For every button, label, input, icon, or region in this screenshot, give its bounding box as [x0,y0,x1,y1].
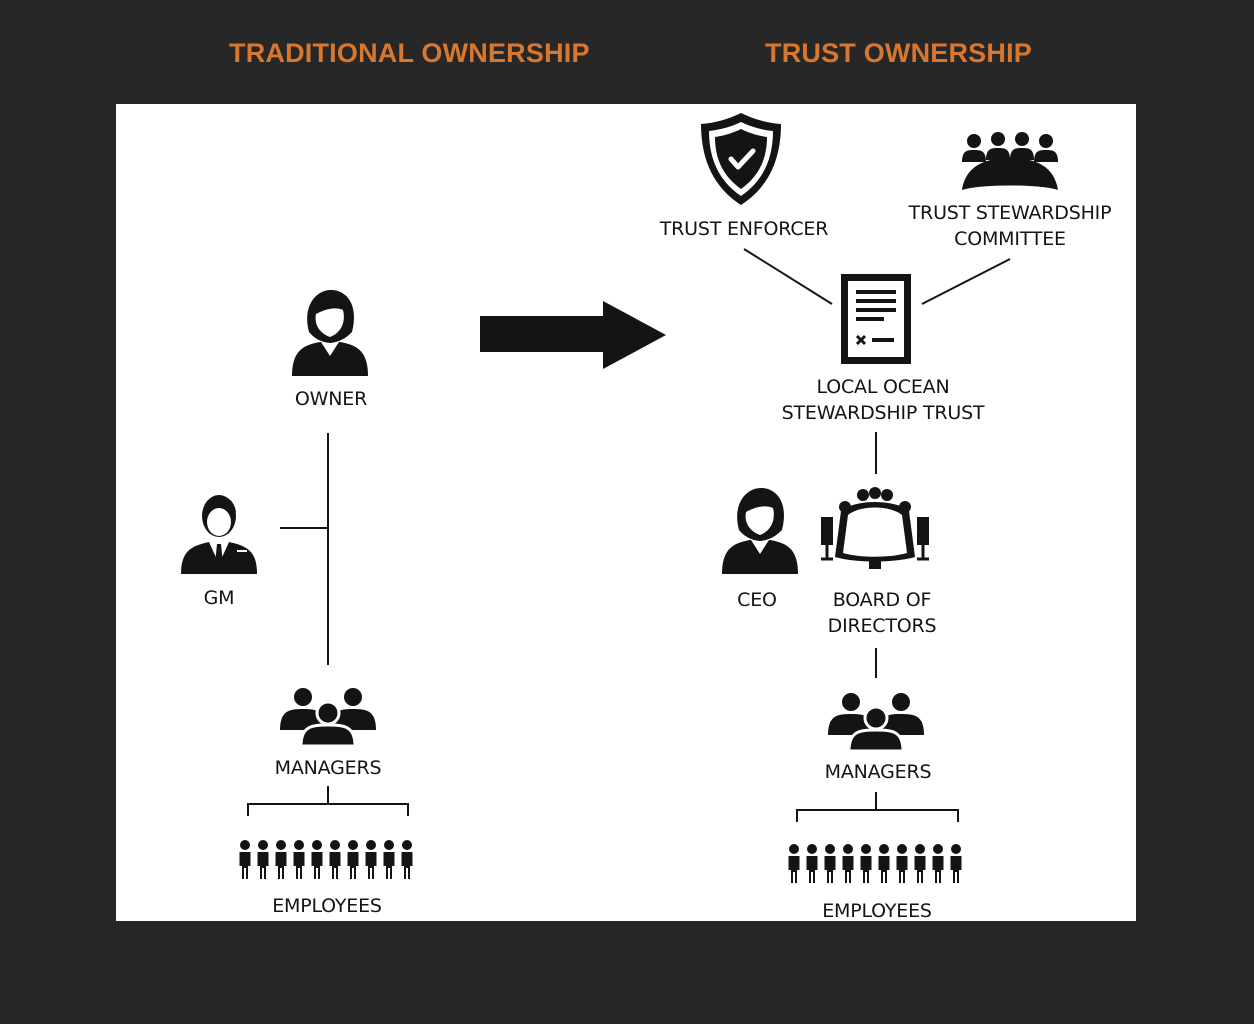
traditional-ownership-heading: TRADITIONAL OWNERSHIP [229,38,590,68]
trust-employees-icon [788,844,962,883]
gm-label: GM [203,587,235,609]
trust-enforcer-label: TRUST ENFORCER [659,218,829,240]
trust-employees-label: EMPLOYEES [822,900,932,922]
board-of-directors-label: BOARD OF DIRECTORS [828,587,937,639]
board-label-line1: BOARD OF [832,589,932,611]
trust-managers-group-icon [826,691,926,753]
trust-label-line2: STEWARDSHIP TRUST [781,402,985,424]
shield-check-icon [701,113,781,205]
committee-icon [962,132,1058,190]
board-table-icon [821,487,929,569]
managers-group-icon [278,686,378,748]
managers-bracket [247,786,409,816]
board-label-line2: DIRECTORS [827,615,937,637]
ceo-label: CEO [737,589,777,611]
employees-icon [239,840,413,879]
trust-managers-label: MANAGERS [824,761,932,783]
arrow-right-icon [480,301,666,369]
document-icon [841,274,911,364]
committee-label-line1: TRUST STEWARDSHIP [908,202,1112,224]
owner-label: OWNER [294,388,368,410]
local-ocean-stewardship-trust-label: LOCAL OCEAN STEWARDSHIP TRUST [782,374,985,426]
trust-managers-bracket [796,792,959,822]
committee-label-line2: COMMITTEE [954,228,1066,250]
trust-stewardship-committee-label: TRUST STEWARDSHIP COMMITTEE [909,200,1112,252]
owner-icon [292,290,368,376]
employees-label: EMPLOYEES [272,895,382,917]
trust-label-line1: LOCAL OCEAN [816,376,950,398]
diagram-panel: OWNER GM MANAGERS EMPLOYEES TRUST ENFORC… [116,104,1136,922]
ceo-icon [722,488,798,574]
gm-businessman-icon [181,495,257,574]
diagram-canvas [181,113,1058,883]
managers-label: MANAGERS [274,757,382,779]
trust-ownership-heading: TRUST OWNERSHIP [765,38,1033,68]
trust-connector-lines [743,248,1011,678]
